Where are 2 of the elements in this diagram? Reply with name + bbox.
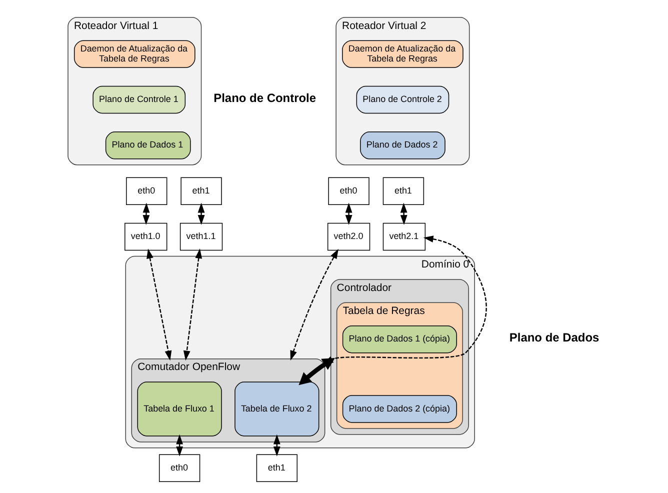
label: Plano de Dados <box>509 330 600 344</box>
label: Plano de Controle <box>214 90 316 105</box>
